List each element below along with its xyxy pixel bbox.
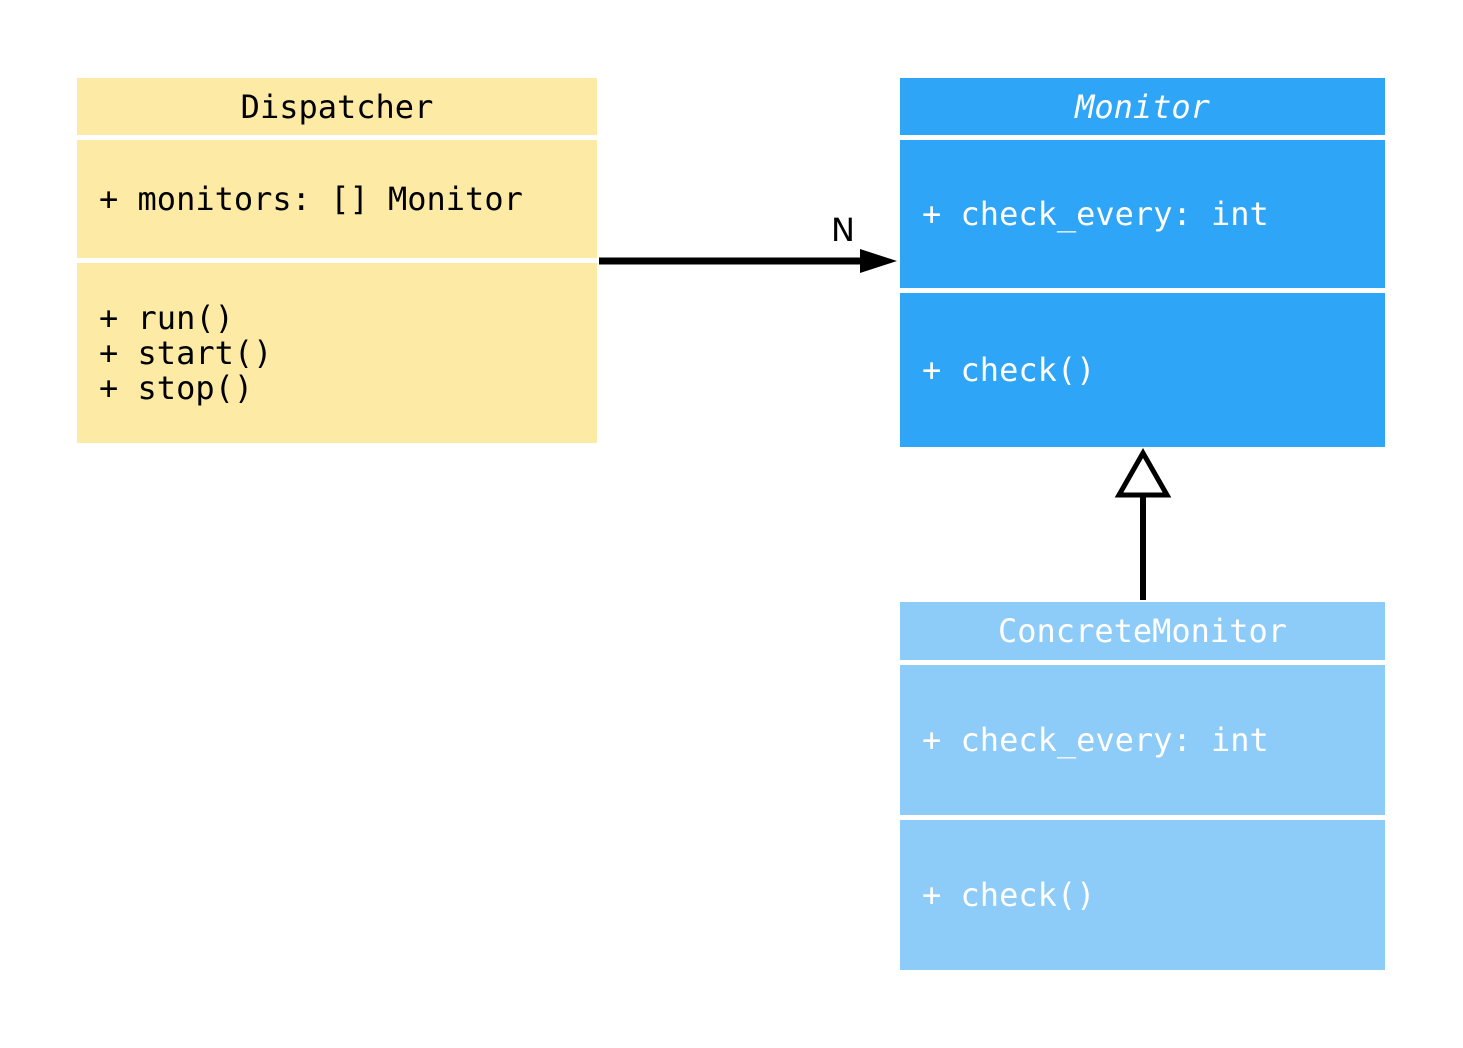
class-name-label: ConcreteMonitor bbox=[998, 612, 1287, 650]
class-title-concrete-monitor: ConcreteMonitor bbox=[900, 602, 1385, 660]
class-title-dispatcher: Dispatcher bbox=[77, 78, 597, 135]
association-arrowhead-icon bbox=[860, 249, 897, 273]
class-box-monitor: Monitor + check_every: int + check() bbox=[900, 78, 1385, 447]
inheritance-triangle-icon bbox=[1114, 447, 1172, 498]
multiplicity-label: N bbox=[831, 211, 855, 249]
class-box-dispatcher: Dispatcher + monitors: [] Monitor + run(… bbox=[77, 78, 597, 443]
method-line: + run() bbox=[99, 298, 234, 337]
class-attributes-dispatcher: + monitors: [] Monitor bbox=[77, 140, 597, 258]
class-box-concrete-monitor: ConcreteMonitor + check_every: int + che… bbox=[900, 602, 1385, 970]
class-attributes-monitor: + check_every: int bbox=[900, 140, 1385, 288]
method-line: + stop() bbox=[99, 368, 254, 407]
method-line: + check() bbox=[922, 350, 1096, 389]
class-attributes-concrete-monitor: + check_every: int bbox=[900, 665, 1385, 815]
class-methods-dispatcher: + run() + start() + stop() bbox=[77, 263, 597, 443]
class-name-label: Dispatcher bbox=[240, 87, 434, 126]
class-title-monitor: Monitor bbox=[900, 78, 1385, 135]
inheritance-arrow bbox=[1114, 447, 1172, 600]
class-name-label: Monitor bbox=[1075, 87, 1210, 126]
association-arrow: N bbox=[599, 211, 897, 273]
class-methods-concrete-monitor: + check() bbox=[900, 820, 1385, 970]
attribute-line: + check_every: int bbox=[922, 194, 1269, 233]
class-methods-monitor: + check() bbox=[900, 293, 1385, 447]
attribute-line: + check_every: int bbox=[922, 720, 1269, 759]
method-line: + check() bbox=[922, 875, 1096, 914]
attribute-line: + monitors: [] Monitor bbox=[99, 179, 523, 218]
method-line: + start() bbox=[99, 333, 273, 372]
